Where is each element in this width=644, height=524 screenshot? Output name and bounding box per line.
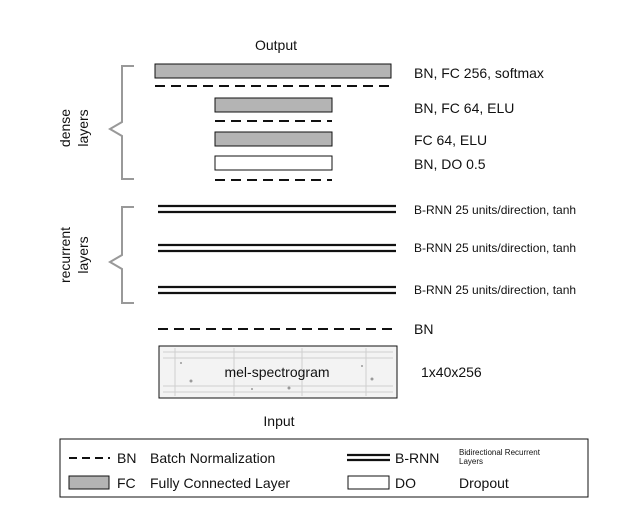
- input-dims-label: 1x40x256: [421, 364, 482, 380]
- fc64-bn-box: [214, 97, 333, 113]
- dropout-label: BN, DO 0.5: [414, 156, 486, 172]
- brnn3-label: B-RNN 25 units/direction, tanh: [414, 283, 576, 297]
- brnn2-label: B-RNN 25 units/direction, tanh: [414, 241, 576, 255]
- legend-bn-abbr: BN: [117, 450, 136, 466]
- spectrogram-label: mel-spectrogram: [224, 364, 329, 380]
- bn-label: BN: [414, 321, 433, 337]
- recurrent-bracket: [108, 206, 134, 304]
- fc64-box: [214, 131, 333, 147]
- legend-bn-text: Batch Normalization: [150, 450, 275, 466]
- legend-fc-icon: [68, 475, 110, 490]
- legend-brnn-text-1: Bidirectional Recurrent: [459, 448, 541, 457]
- legend-fc-text: Fully Connected Layer: [150, 475, 290, 491]
- dropout-box: [214, 155, 333, 171]
- legend-do-icon: [347, 475, 390, 490]
- legend: BN Batch Normalization FC Fully Connecte…: [59, 438, 589, 498]
- brnn1-label: B-RNN 25 units/direction, tanh: [414, 203, 576, 217]
- legend-do-text: Dropout: [459, 475, 509, 491]
- dense-group-label-line2: layers: [75, 109, 91, 146]
- fc256-label: BN, FC 256, softmax: [414, 65, 544, 81]
- input-label: Input: [263, 413, 294, 429]
- output-label: Output: [255, 37, 297, 53]
- legend-brnn-text-2: Layers: [459, 457, 483, 466]
- legend-brnn-abbr: B-RNN: [395, 450, 439, 466]
- fc64-label: FC 64, ELU: [414, 132, 487, 148]
- legend-frame: [59, 438, 589, 498]
- fc64-bn-label: BN, FC 64, ELU: [414, 100, 514, 116]
- recurrent-group-label-line1: recurrent: [57, 227, 73, 283]
- legend-fc-abbr: FC: [117, 475, 136, 491]
- spectrogram-image: [158, 345, 398, 399]
- legend-do-abbr: DO: [395, 475, 416, 491]
- dense-group-label-line1: dense: [57, 109, 73, 147]
- recurrent-group-label-line2: layers: [75, 236, 91, 273]
- dense-bracket: [108, 65, 134, 180]
- fc256-box: [154, 63, 392, 79]
